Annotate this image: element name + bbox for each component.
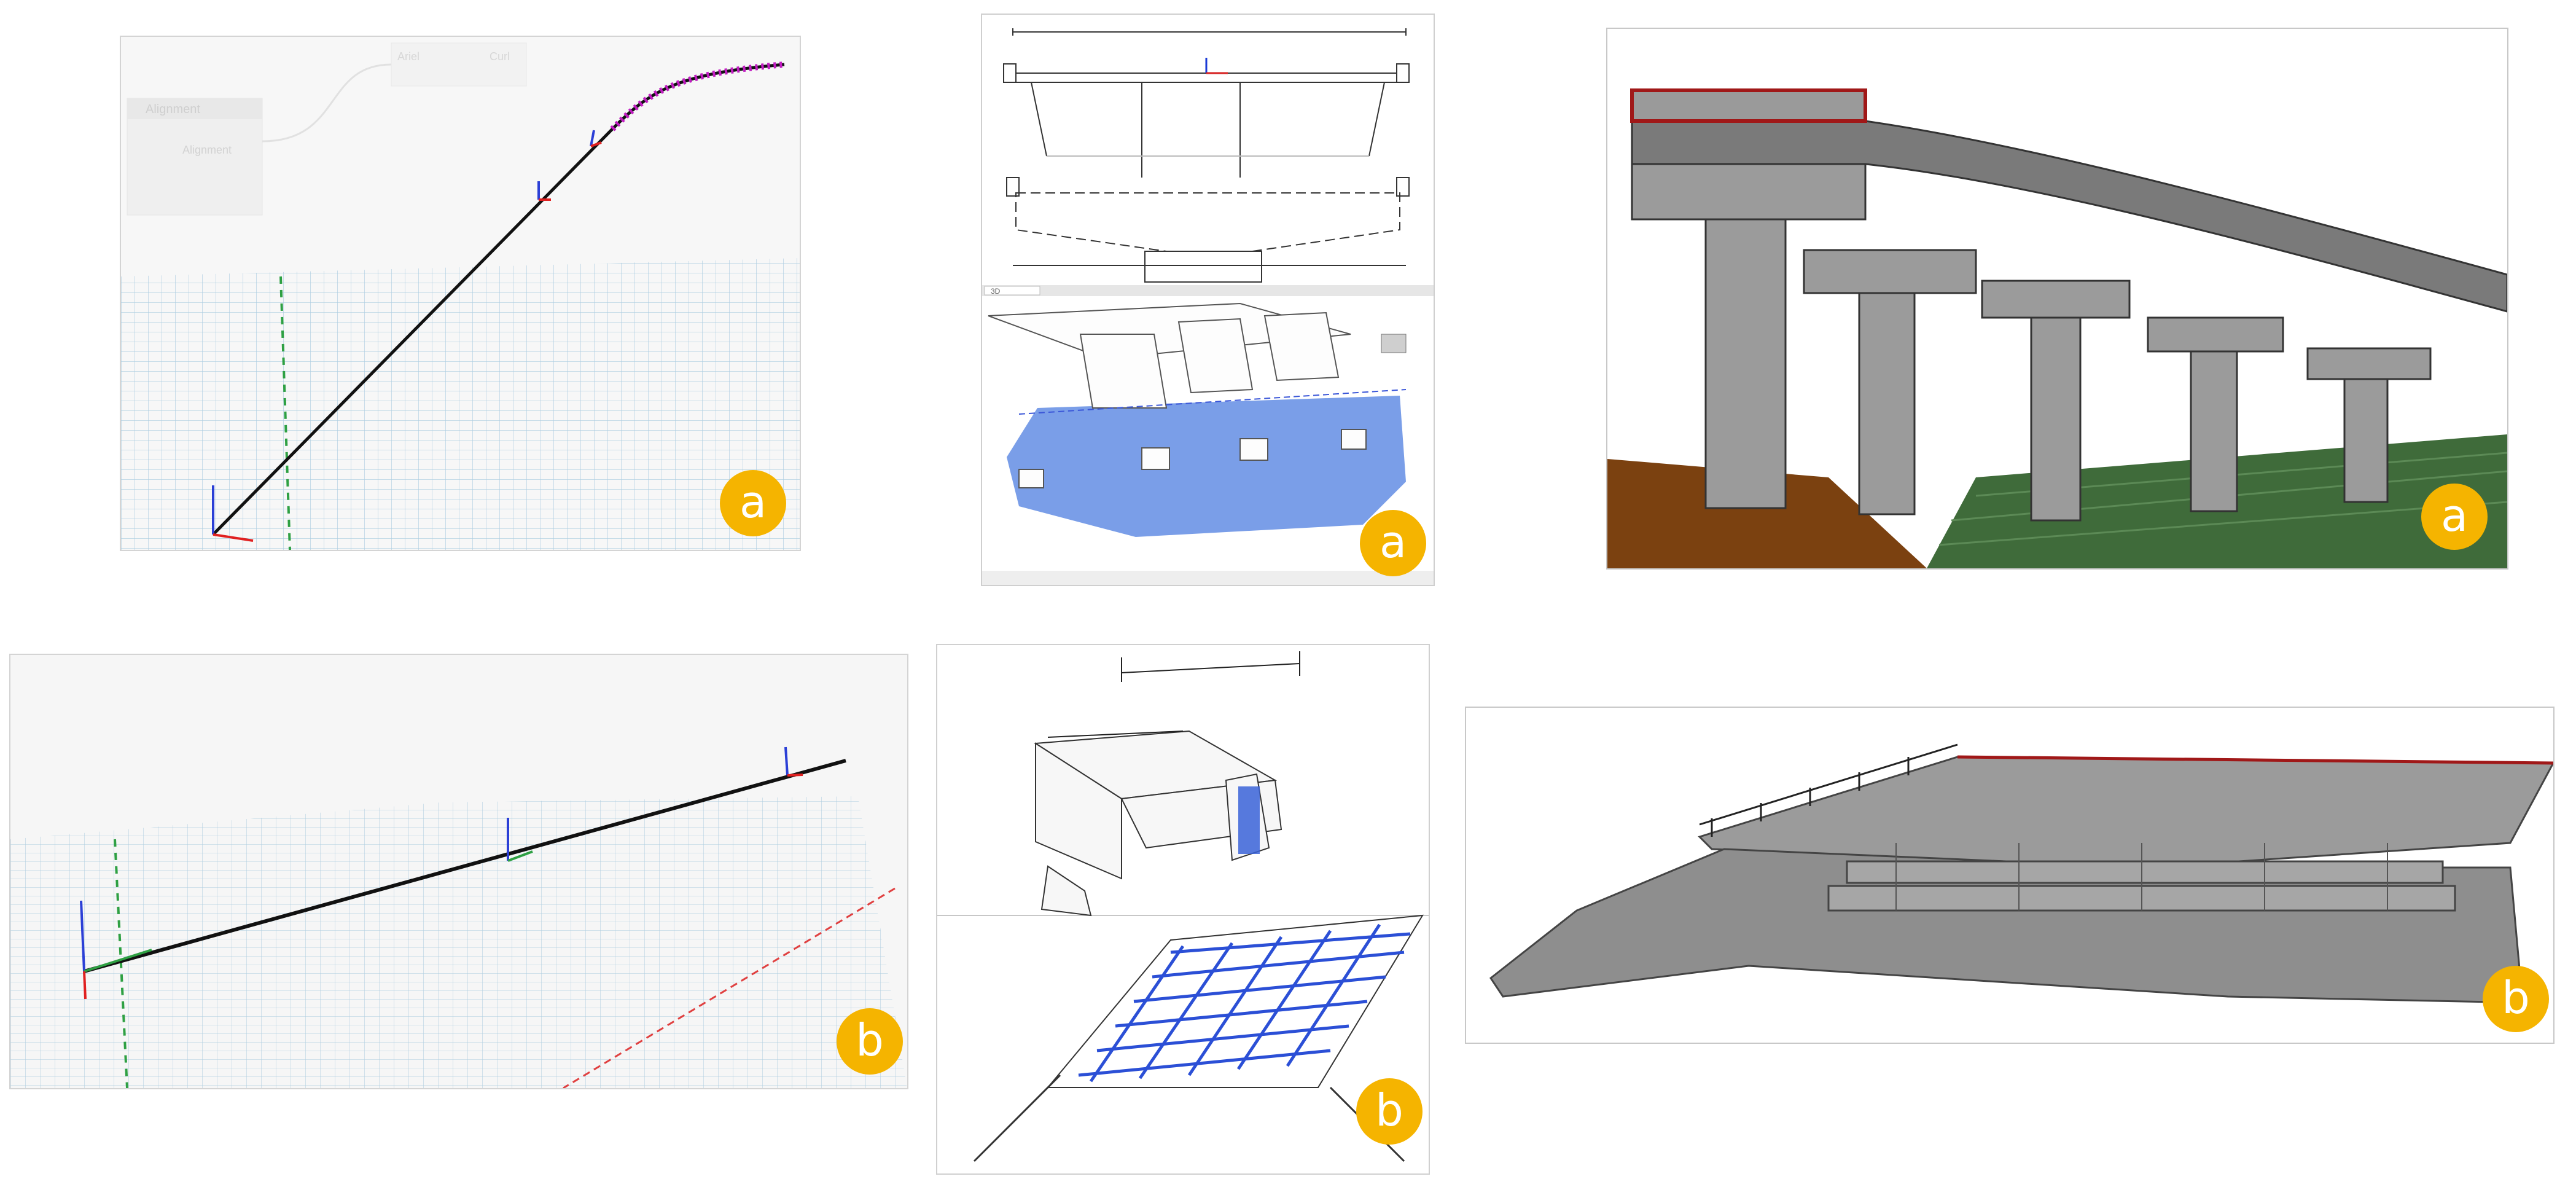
ground-soil xyxy=(1607,459,1927,568)
abutment-highlight xyxy=(1238,786,1260,854)
alignment-curve-markers xyxy=(610,61,785,131)
girder-viewport xyxy=(1489,743,2553,1004)
footing-blue xyxy=(1007,396,1406,537)
graph-node-left-label: Ariel xyxy=(397,50,420,63)
panel-straight-alignment: b xyxy=(9,654,908,1089)
graph-node-layer: Alignment Alignment Ariel Curl xyxy=(127,42,527,216)
panel-alignment-curve-3d: Alignment Alignment Ariel Curl a xyxy=(120,36,801,551)
abutment-viewport xyxy=(937,651,1429,1162)
viaduct-piers xyxy=(1631,163,2432,522)
badge-a-viaduct: a xyxy=(2421,484,2488,550)
badge-a-pier: a xyxy=(1360,510,1426,576)
panel-abutment-deck-grid: b xyxy=(936,644,1430,1175)
ground-grid xyxy=(121,258,800,550)
alignment-curve-viewport: Alignment Alignment Ariel Curl xyxy=(121,42,800,550)
straight-alignment-viewport xyxy=(10,746,907,1088)
badge-b-alignment: b xyxy=(837,1008,903,1075)
badge-b-girder: b xyxy=(2483,966,2549,1032)
badge-b-abutment: b xyxy=(1356,1078,1423,1145)
deck-railing xyxy=(1630,88,1867,123)
panel-viaduct-render: a xyxy=(1606,28,2508,570)
alignment-line xyxy=(84,759,846,973)
bridge-deck xyxy=(1631,120,2507,313)
ground-grid xyxy=(10,796,907,1088)
graph-node-right-label: Curl xyxy=(490,50,510,63)
panel-girder-render: b xyxy=(1465,707,2555,1044)
viewer-tab-label[interactable]: 3D xyxy=(991,287,1001,296)
viaduct-viewport xyxy=(1607,88,2507,568)
pier-3d-model xyxy=(988,302,1367,488)
panel-pier-section-3d: 3D a xyxy=(981,14,1435,586)
badge-a-alignment: a xyxy=(720,470,786,536)
graph-node-output-label: Alignment xyxy=(182,144,232,156)
graph-node-title: Alignment xyxy=(146,103,200,116)
pier-section-viewport: 3D xyxy=(982,28,1434,585)
rebar-grid xyxy=(1078,923,1411,1083)
bridge-deck xyxy=(1698,756,2553,869)
